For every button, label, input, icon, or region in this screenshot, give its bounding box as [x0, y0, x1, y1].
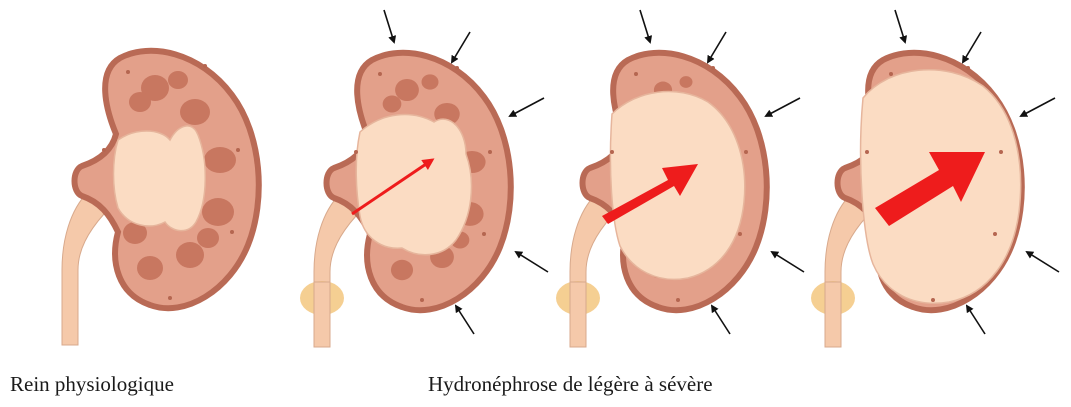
- cortex-dot: [482, 232, 486, 236]
- caption-hydronephrosis: Hydronéphrose de légère à sévère: [428, 372, 713, 397]
- renal-pyramid: [137, 256, 163, 280]
- cortex-dot: [634, 72, 638, 76]
- renal-pyramid: [176, 242, 204, 268]
- renal-pyramid: [383, 96, 402, 113]
- renal-pyramid: [395, 79, 419, 101]
- renal-pelvis: [114, 126, 206, 231]
- cortex-dot: [236, 148, 240, 152]
- kidney-panel-normal: [62, 51, 259, 345]
- cortex-dot: [378, 72, 382, 76]
- compression-arrow: [895, 10, 905, 42]
- renal-pyramid: [129, 92, 151, 112]
- renal-pyramid: [168, 71, 188, 89]
- cortex-dot: [889, 72, 893, 76]
- cortex-dot: [102, 148, 106, 152]
- compression-arrow: [712, 306, 730, 334]
- compression-arrow: [708, 32, 726, 62]
- cortex-dot: [966, 66, 970, 70]
- compression-arrow: [510, 98, 544, 116]
- cortex-dot: [711, 66, 715, 70]
- ureter-lower: [570, 282, 586, 347]
- renal-pyramid: [197, 228, 219, 248]
- cortex-dot: [230, 230, 234, 234]
- cortex-dot: [931, 298, 935, 302]
- kidney-panel-moderate: [556, 10, 804, 347]
- compression-arrow: [967, 306, 985, 334]
- ureter-lower: [314, 282, 330, 347]
- cortex-dot: [676, 298, 680, 302]
- cortex-dot: [738, 232, 742, 236]
- cortex-dot: [420, 298, 424, 302]
- cortex-dot: [354, 150, 358, 154]
- compression-arrow: [1021, 98, 1055, 116]
- caption-normal-kidney: Rein physiologique: [10, 372, 174, 397]
- cortex-dot: [999, 150, 1003, 154]
- compression-arrow: [963, 32, 981, 62]
- compression-arrow: [516, 252, 548, 272]
- cortex-dot: [488, 150, 492, 154]
- kidney-panel-mild: [300, 10, 548, 347]
- cortex-dot: [993, 232, 997, 236]
- renal-pyramid: [202, 198, 234, 226]
- compression-arrow: [766, 98, 800, 116]
- compression-arrow: [1027, 252, 1059, 272]
- compression-arrow: [640, 10, 650, 42]
- cortex-dot: [203, 64, 207, 68]
- renal-pyramid: [204, 147, 236, 173]
- kidney-panel-severe: [811, 10, 1059, 347]
- compression-arrow: [452, 32, 470, 62]
- ureter-lower: [825, 282, 841, 347]
- cortex-dot: [455, 66, 459, 70]
- cortex-dot: [610, 150, 614, 154]
- cortex-dot: [865, 150, 869, 154]
- cortex-dot: [126, 70, 130, 74]
- renal-pyramid: [391, 260, 413, 280]
- renal-pyramid: [180, 99, 210, 125]
- renal-pelvis: [356, 115, 471, 255]
- compression-arrow: [772, 252, 804, 272]
- cortex-dot: [744, 150, 748, 154]
- ureter: [62, 192, 104, 345]
- renal-pyramid: [680, 76, 693, 88]
- cortex-dot: [168, 296, 172, 300]
- compression-arrow: [456, 306, 474, 334]
- renal-pyramid: [422, 74, 439, 89]
- compression-arrow: [384, 10, 394, 42]
